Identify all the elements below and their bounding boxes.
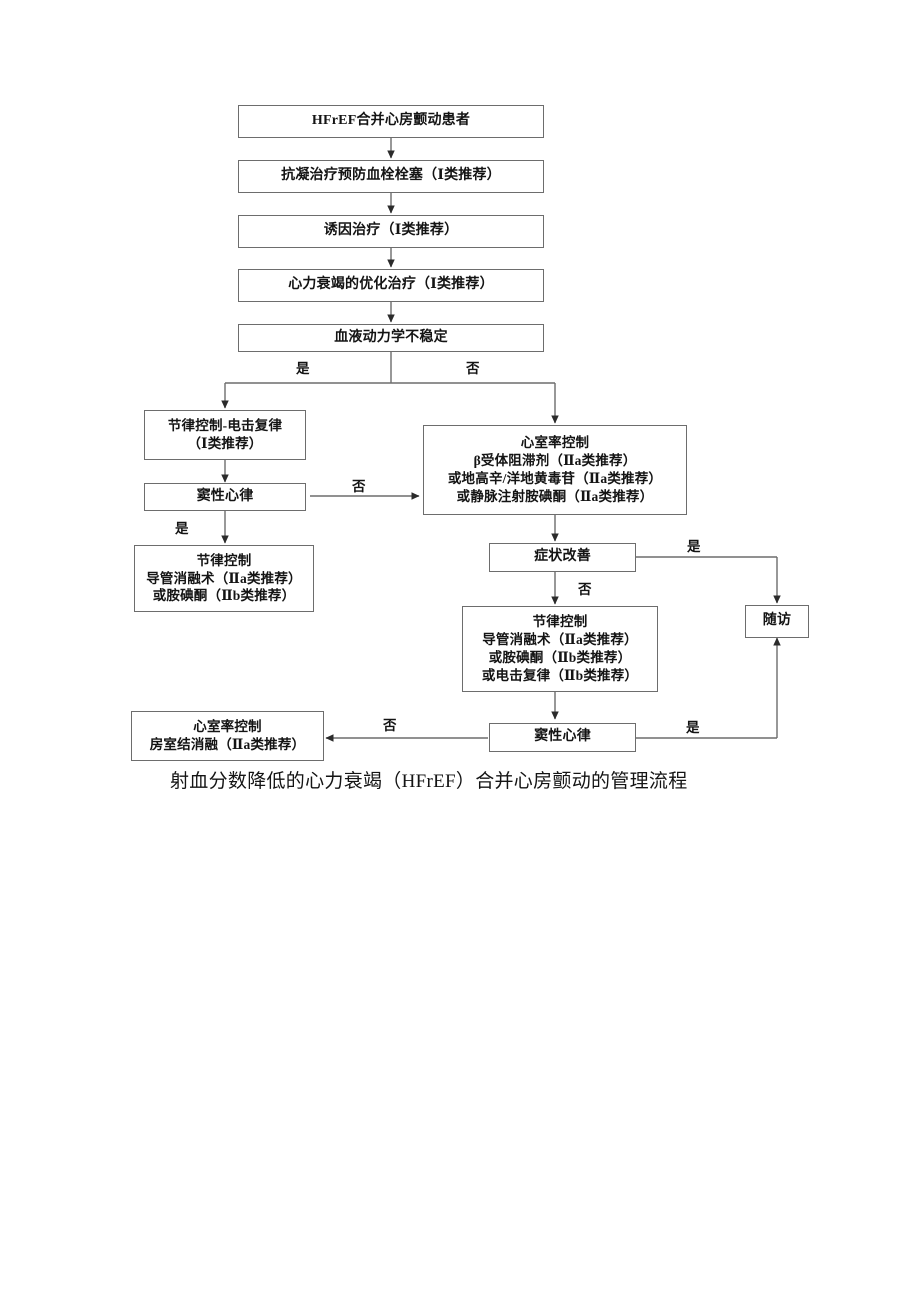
node-rate-control-right-line-2: 或地高辛/洋地黄毒苷（Ⅱa类推荐） [447, 471, 663, 486]
node-sinus-rhythm-left-line-0: 窦性心律 [196, 488, 254, 504]
node-rhythm-cardioversion-line-1: （Ⅰ类推荐） [187, 436, 263, 451]
node-av-node-ablation-line-0: 心室率控制 [193, 719, 262, 735]
node-rate-control-right-line-3: 或静脉注射胺碘酮（Ⅱa类推荐） [456, 488, 654, 504]
node-symptom-improved: 症状改善 [489, 543, 636, 572]
node-av-node-ablation: 心室率控制 房室结消融（Ⅱa类推荐） [131, 711, 324, 761]
node-symptom-improved-line-0: 症状改善 [534, 549, 591, 565]
edge-label-symptom-yes: 是 [687, 539, 701, 554]
node-trigger-therapy: 诱因治疗（Ⅰ类推荐） [238, 215, 544, 248]
node-rhythm-cardioversion-line-0: 节律控制-电击复律 [167, 418, 283, 434]
node-sinus-rhythm-bottom: 窦性心律 [489, 723, 636, 752]
node-hemodynamic-unstable: 血液动力学不稳定 [238, 324, 544, 352]
node-patient: HFrEF合并心房颤动患者 [238, 105, 544, 138]
node-hemodynamic-unstable-line-0: 血液动力学不稳定 [334, 329, 448, 345]
edge-label-sinus-left-yes: 是 [175, 521, 189, 536]
node-sinus-rhythm-left: 窦性心律 [144, 483, 306, 511]
node-rhythm-control-center-line-3: 或电击复律（Ⅱb类推荐） [481, 667, 639, 683]
node-trigger-therapy-line-0: 诱因治疗（Ⅰ类推荐） [323, 223, 459, 239]
node-anticoagulation: 抗凝治疗预防血栓栓塞（Ⅰ类推荐） [238, 160, 544, 193]
node-anticoagulation-line-0: 抗凝治疗预防血栓栓塞（Ⅰ类推荐） [281, 168, 501, 184]
node-rate-control-right: 心室率控制 β受体阻滞剂（Ⅱa类推荐） 或地高辛/洋地黄毒苷（Ⅱa类推荐） 或静… [423, 425, 687, 515]
edge-label-sinus-bottom-yes: 是 [686, 720, 700, 735]
edge-label-hemo-yes: 是 [296, 361, 310, 376]
figure-caption: 射血分数降低的心力衰竭（HFrEF）合并心房颤动的管理流程 [170, 771, 688, 792]
node-rhythm-control-center-line-1: 导管消融术（Ⅱa类推荐） [482, 632, 638, 648]
node-rhythm-cardioversion: 节律控制-电击复律 （Ⅰ类推荐） [144, 410, 306, 460]
edge-label-sinus-left-no: 否 [352, 479, 366, 494]
node-rhythm-control-left-line-0: 节律控制 [196, 552, 252, 568]
node-rhythm-control-left-line-1: 导管消融术（Ⅱa类推荐） [146, 570, 302, 586]
edge-label-symptom-no: 否 [578, 582, 592, 597]
node-rate-control-right-line-1: β受体阻滞剂（Ⅱa类推荐） [473, 453, 637, 469]
node-sinus-rhythm-bottom-line-0: 窦性心律 [534, 729, 591, 745]
node-rhythm-control-center: 节律控制 导管消融术（Ⅱa类推荐） 或胺碘酮（Ⅱb类推荐） 或电击复律（Ⅱb类推… [462, 606, 658, 692]
node-rhythm-control-center-line-0: 节律控制 [532, 614, 588, 630]
node-follow-up-line-0: 随访 [762, 613, 792, 629]
node-rhythm-control-center-line-2: 或胺碘酮（Ⅱb类推荐） [488, 650, 632, 665]
node-follow-up: 随访 [745, 605, 809, 638]
node-patient-line-0: HFrEF合并心房颤动患者 [311, 113, 471, 129]
node-hf-optimization-line-0: 心力衰竭的优化治疗（Ⅰ类推荐） [288, 277, 494, 293]
node-rhythm-control-left: 节律控制 导管消融术（Ⅱa类推荐） 或胺碘酮（Ⅱb类推荐） [134, 545, 314, 612]
node-rate-control-right-line-0: 心室率控制 [520, 435, 590, 451]
edge-label-hemo-no: 否 [466, 361, 480, 376]
node-av-node-ablation-line-1: 房室结消融（Ⅱa类推荐） [149, 737, 306, 752]
node-rhythm-control-left-line-2: 或胺碘酮（Ⅱb类推荐） [152, 588, 296, 604]
node-hf-optimization: 心力衰竭的优化治疗（Ⅰ类推荐） [238, 269, 544, 302]
edge-label-sinus-bottom-no: 否 [383, 718, 397, 733]
